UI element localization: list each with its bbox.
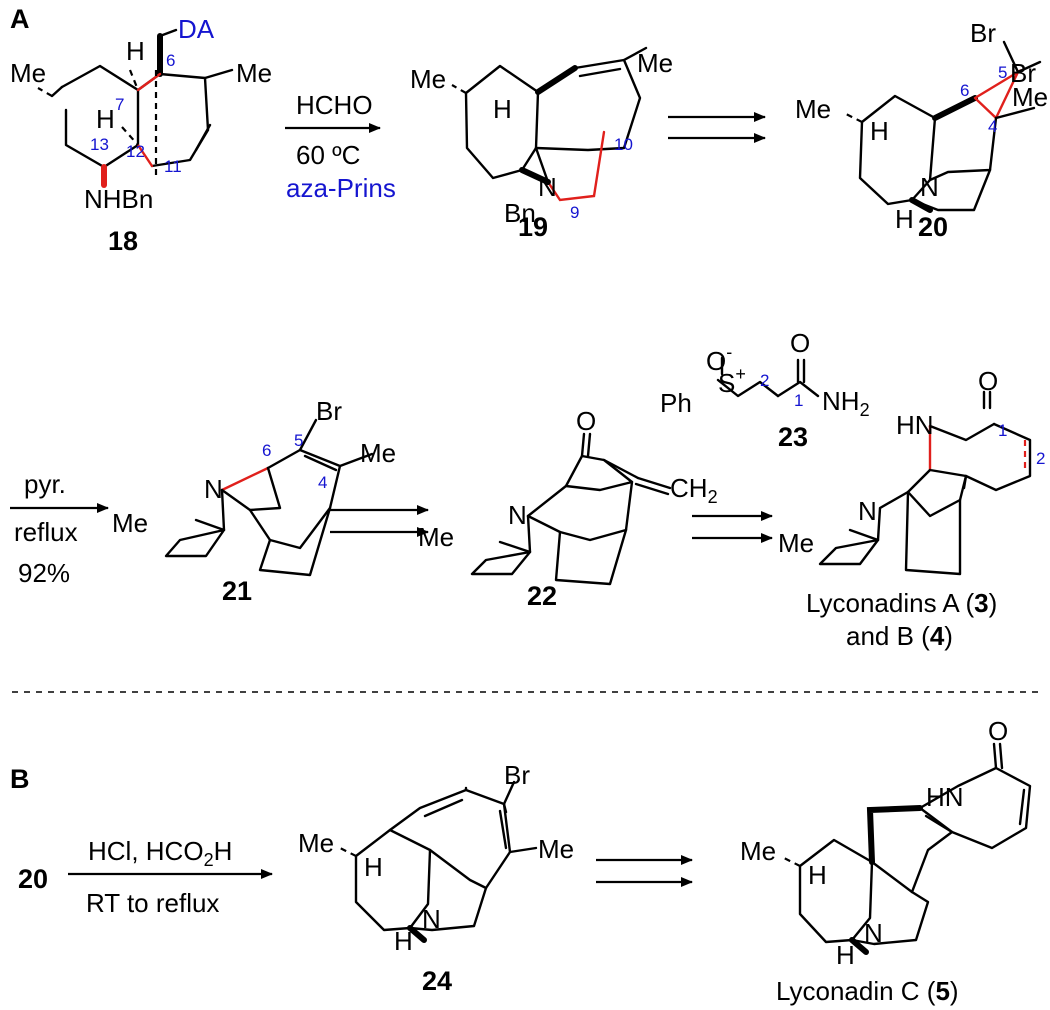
carbon-number: 5 [294,431,303,450]
compound-18-structure [37,28,234,188]
reaction-conditions: 60 ºC [296,140,360,170]
reagents-hcl-hcooh: HCl, HCO2H [88,836,232,870]
label-br: Br [1010,58,1036,88]
label-n: N [920,172,939,202]
label-o-minus: O- [706,342,732,376]
label-h: H [895,204,914,234]
label-n: N [858,496,877,526]
compound-24-structure [339,780,538,943]
label-h: H [870,116,889,146]
label-h: H [836,940,855,970]
label-n: N [422,904,441,934]
label-h: H [126,36,145,66]
carbon-number: 10 [614,135,633,154]
label-me: Me [236,58,272,88]
compound-number-18: 18 [108,226,138,256]
label-me: Me [10,58,46,88]
label-me: Me [778,528,814,558]
label-me: Me [795,94,831,124]
compound-number-20: 20 [18,864,48,894]
compound-number-19: 19 [518,212,548,242]
panel-label-a: A [10,4,30,34]
label-o: O [790,328,810,358]
carbon-number: 6 [166,51,175,70]
reagent-pyridine: pyr. [24,469,66,499]
product-name-lyconadins-ab: Lyconadins A (3) [806,588,997,618]
label-nhbn: NHBn [84,184,153,214]
label-h: H [96,104,115,134]
carbon-number: 7 [115,95,124,114]
compound-number-22: 22 [527,581,557,611]
carbon-number: 6 [262,441,271,460]
compound-number-24: 24 [422,966,452,996]
carbon-number: 1 [794,391,803,410]
label-ch2: CH2 [670,473,718,507]
reaction-conditions: reflux [14,517,78,547]
label-n: N [204,474,223,504]
carbon-number: 2 [760,371,769,390]
label-h: H [394,926,413,956]
compound-number-23: 23 [778,422,808,452]
label-s-plus: S+ [718,364,746,398]
product-name-lyconadins-ab: and B (4) [846,621,953,651]
carbon-number: 9 [570,203,579,222]
compound-23-structure [716,356,820,398]
carbon-number: 12 [126,142,145,161]
label-nh2: NH2 [822,386,870,420]
compound-22-structure [470,432,672,586]
label-br: Br [316,396,342,426]
compound-19-structure [451,46,648,202]
label-hn: HN [926,782,964,812]
reaction-conditions: RT to reflux [86,888,219,918]
label-o: O [978,366,998,396]
compound-21-structure [164,418,374,577]
label-o: O [988,716,1008,746]
carbon-number: 1 [998,421,1007,440]
label-br: Br [504,760,530,790]
product-name-lyconadin-c: Lyconadin C (5) [776,976,959,1006]
carbon-number: 5 [998,63,1007,82]
label-me: Me [298,828,334,858]
reaction-yield: 92% [18,558,70,588]
reaction-name: aza-Prins [286,173,396,203]
label-ph: Ph [660,388,692,418]
label-h: H [493,94,512,124]
label-h: H [808,860,827,890]
label-me: Me [538,834,574,864]
carbon-number: 6 [960,81,969,100]
label-me: Me [1012,82,1048,112]
compound-number-21: 21 [222,576,252,606]
carbon-number: 4 [318,473,327,492]
label-me: Me [418,522,454,552]
carbon-number: 4 [988,117,997,136]
label-bn: Bn [504,198,536,228]
label-n: N [864,918,883,948]
label-h: H [364,852,383,882]
label-da: DA [178,14,215,44]
lyconadin-ab-structure [818,390,1032,576]
carbon-number: 13 [90,135,109,154]
label-hn: HN [896,410,934,440]
carbon-number: 2 [1036,449,1045,468]
reagent-hcho: HCHO [296,90,373,120]
panel-label-b: B [10,764,30,794]
label-n: N [538,172,557,202]
lyconadin-c-structure [783,742,1032,955]
label-me: Me [360,438,396,468]
label-me: Me [637,48,673,78]
label-n: N [508,500,527,530]
compound-20-structure [845,40,1042,213]
label-o: O [576,406,596,436]
carbon-number: 11 [164,157,182,176]
label-me: Me [112,508,148,538]
label-me: Me [740,836,776,866]
compound-number-20: 20 [918,212,948,242]
label-me: Me [410,64,446,94]
label-br: Br [970,18,996,48]
